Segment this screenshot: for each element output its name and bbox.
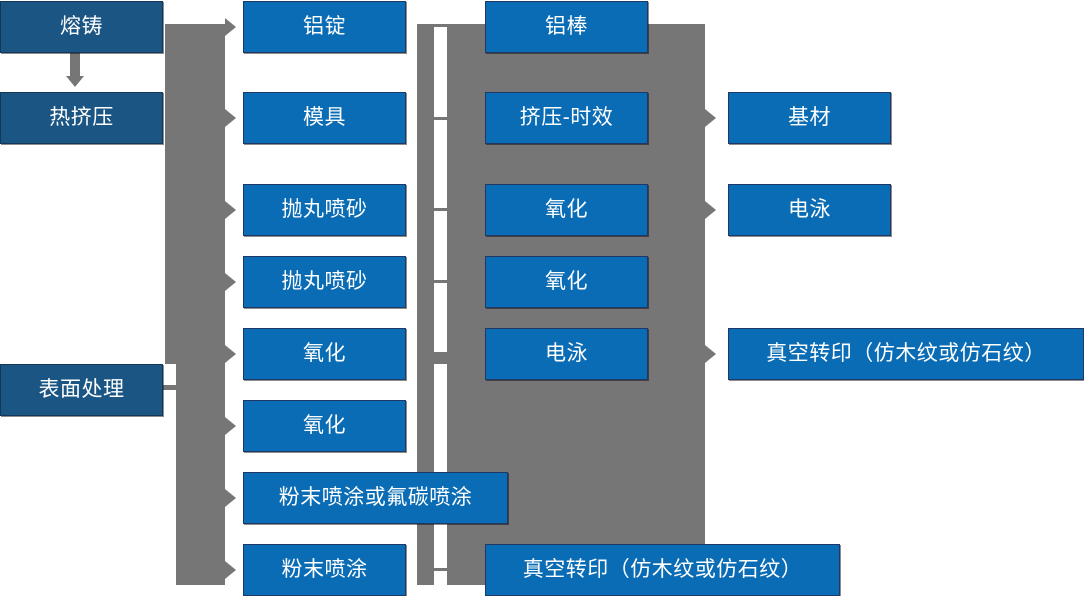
out-aluminum-bar[interactable]: 铝棒 [485, 1, 648, 53]
arrow-to-mould [225, 109, 236, 127]
proc-powder-or-fluorocarbon[interactable]: 粉末喷涂或氟碳喷涂 [243, 472, 508, 524]
arrow-to-powder-or-fluorocarbon [225, 489, 236, 507]
connector-rung-1 [434, 24, 447, 27]
out-oxidation-2-label: 氧化 [545, 270, 588, 294]
final-vacuum-transfer[interactable]: 真空转印（仿木纹或仿石纹） [728, 328, 1084, 380]
out-vacuum-transfer-label: 真空转印（仿木纹或仿石纹） [522, 558, 803, 582]
proc-powder-or-fluorocarbon-label: 粉末喷涂或氟碳喷涂 [278, 486, 473, 510]
proc-shot-blasting-2[interactable]: 抛丸喷砂 [243, 256, 406, 308]
final-electrophoresis[interactable]: 电泳 [728, 184, 891, 236]
proc-oxidation-1[interactable]: 氧化 [243, 328, 406, 380]
final-substrate-label: 基材 [788, 106, 831, 130]
out-oxidation-2[interactable]: 氧化 [485, 256, 648, 308]
connector-rung-5 [434, 352, 447, 355]
connector-left-trunk-lower [176, 360, 225, 585]
out-extrusion-aging-label: 挤压-时效 [519, 106, 614, 130]
arrow-to-powder-coating [225, 561, 236, 579]
out-oxidation-1-label: 氧化 [545, 198, 588, 222]
connector-mid-bar-left [417, 24, 434, 585]
connector-rung-3 [434, 208, 447, 211]
out-electrophoresis-label: 电泳 [545, 342, 588, 366]
arrow-to-electrophoresis [705, 201, 716, 219]
connector-rung-6 [417, 355, 447, 364]
proc-oxidation-2[interactable]: 氧化 [243, 400, 406, 452]
connector-left-trunk [165, 24, 225, 364]
proc-shot-blasting-1-label: 抛丸喷砂 [281, 198, 368, 222]
out-oxidation-1[interactable]: 氧化 [485, 184, 648, 236]
stage-melting-label: 熔铸 [60, 15, 103, 39]
arrow-to-oxidation-2 [225, 417, 236, 435]
arrow-to-aluminum-ingot [225, 18, 236, 36]
arrow-melting-to-hot-extrusion [66, 76, 84, 87]
proc-powder-coating[interactable]: 粉末喷涂 [243, 544, 406, 596]
stage-hot-extrusion[interactable]: 热挤压 [0, 92, 163, 144]
final-vacuum-transfer-label: 真空转印（仿木纹或仿石纹） [766, 342, 1046, 366]
final-electrophoresis-label: 电泳 [788, 198, 831, 222]
arrow-to-substrate [705, 109, 716, 127]
stage-surface-treatment[interactable]: 表面处理 [0, 364, 163, 416]
proc-aluminum-ingot[interactable]: 铝锭 [243, 1, 406, 53]
connector-rung-4 [434, 280, 447, 283]
connector-rung-2 [434, 117, 447, 120]
out-electrophoresis[interactable]: 电泳 [485, 328, 648, 380]
proc-shot-blasting-2-label: 抛丸喷砂 [281, 270, 368, 294]
connector-melting-stem [70, 53, 80, 78]
arrow-to-oxidation-1 [225, 345, 236, 363]
proc-mould-label: 模具 [303, 106, 346, 130]
out-aluminum-bar-label: 铝棒 [545, 15, 588, 39]
proc-aluminum-ingot-label: 铝锭 [303, 15, 346, 39]
arrow-to-vacuum-transfer [705, 345, 716, 363]
connector-left-notch [0, 24, 165, 364]
proc-powder-coating-label: 粉末喷涂 [281, 558, 368, 582]
proc-mould[interactable]: 模具 [243, 92, 406, 144]
out-vacuum-transfer[interactable]: 真空转印（仿木纹或仿石纹） [485, 544, 840, 596]
final-substrate[interactable]: 基材 [728, 92, 891, 144]
proc-oxidation-2-label: 氧化 [303, 414, 346, 438]
connector-surface-treatment-stem [163, 385, 179, 390]
arrow-to-shot-blasting-2 [225, 273, 236, 291]
connector-rung-7 [434, 568, 447, 571]
arrow-to-shot-blasting-1 [225, 201, 236, 219]
proc-oxidation-1-label: 氧化 [303, 342, 346, 366]
proc-shot-blasting-1[interactable]: 抛丸喷砂 [243, 184, 406, 236]
stage-melting[interactable]: 熔铸 [0, 1, 163, 53]
out-extrusion-aging[interactable]: 挤压-时效 [485, 92, 648, 144]
stage-surface-treatment-label: 表面处理 [38, 378, 125, 402]
stage-hot-extrusion-label: 热挤压 [49, 106, 114, 130]
